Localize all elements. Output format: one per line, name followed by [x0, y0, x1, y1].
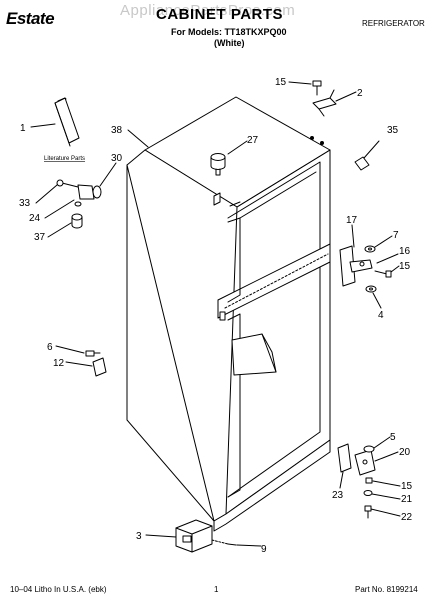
footer-page-number: 1 — [214, 585, 219, 594]
callout-24: 24 — [29, 213, 41, 224]
leader-15b — [390, 265, 400, 273]
models-line: For Models: TT18TKXPQ00 — [171, 27, 287, 37]
footer-litho: 10–04 Litho In U.S.A. (ebk) — [10, 585, 107, 594]
callout-5: 5 — [390, 432, 396, 443]
callout-21: 21 — [401, 494, 413, 505]
leader-33 — [35, 184, 58, 204]
part-6-screw — [85, 350, 101, 357]
part-15-screw-bottom — [365, 477, 373, 484]
leader-21 — [371, 493, 401, 500]
color-line: (White) — [214, 38, 245, 48]
part-30-24-33-37-assembly — [56, 179, 102, 229]
literature-parts-label: Literature Parts — [44, 156, 85, 162]
callout-3: 3 — [136, 531, 142, 542]
callout-12: 12 — [53, 358, 65, 369]
leader-27 — [227, 140, 248, 155]
part-3-leveler-bracket — [175, 519, 213, 553]
part-21-washer — [363, 490, 373, 496]
leader-7 — [374, 235, 393, 248]
leader-4 — [372, 292, 382, 309]
callout-20: 20 — [399, 447, 411, 458]
callout-27: 27 — [247, 135, 259, 146]
part-22-screw — [364, 505, 372, 519]
leader-37 — [47, 222, 72, 238]
callout-4: 4 — [378, 310, 384, 321]
part-7-washer — [364, 245, 376, 253]
callout-9: 9 — [261, 544, 267, 555]
part-12-bracket — [92, 357, 107, 377]
leader-38 — [127, 129, 149, 148]
part-2-top-hinge — [312, 89, 337, 117]
literature-parts-booklet — [54, 97, 80, 147]
leader-22 — [370, 508, 401, 517]
callout-7: 7 — [393, 230, 399, 241]
callout-6: 6 — [47, 342, 53, 353]
leader-30 — [99, 162, 117, 187]
leader-2 — [335, 91, 357, 102]
leader-15c — [372, 480, 401, 487]
part-9-screw — [211, 539, 237, 546]
part-5-washer — [363, 445, 375, 453]
callout-30: 30 — [111, 153, 123, 164]
callout-15-middle: 15 — [399, 261, 411, 272]
part-27-plug — [210, 153, 226, 176]
cabinet-body — [126, 96, 331, 532]
part-4-washer — [365, 285, 377, 293]
leader-6 — [55, 345, 85, 354]
leader-15a — [288, 81, 312, 85]
part-23-bottom-hinge — [337, 443, 352, 473]
brand-logo: Estate — [6, 9, 55, 28]
callout-37: 37 — [34, 232, 46, 243]
callout-15-top: 15 — [275, 77, 287, 88]
callout-16: 16 — [399, 246, 411, 257]
part-15-screw-top — [312, 80, 322, 96]
leader-3 — [145, 534, 177, 538]
part-15-screw-middle — [374, 270, 392, 278]
leader-17 — [351, 224, 355, 248]
callout-35: 35 — [387, 125, 399, 136]
leader-1 — [30, 123, 56, 128]
callout-38: 38 — [111, 125, 123, 136]
leader-23 — [339, 471, 344, 489]
leader-35 — [363, 140, 380, 159]
category-label: REFRIGERATOR — [362, 19, 425, 28]
watermark: AppliancePartsPros.com — [120, 2, 296, 19]
page-title: CABINET PARTS — [156, 6, 284, 23]
callout-1: 1 — [20, 123, 26, 134]
leader-9 — [236, 544, 262, 547]
callout-33: 33 — [19, 198, 31, 209]
footer-part-number: Part No. 8199214 — [355, 585, 418, 594]
callout-15-bottom: 15 — [401, 481, 413, 492]
part-17-middle-hinge — [339, 245, 373, 287]
leader-12 — [65, 361, 93, 367]
leader-5 — [373, 436, 391, 449]
callout-2: 2 — [357, 88, 363, 99]
callout-17: 17 — [346, 215, 358, 226]
leader-16 — [376, 253, 399, 264]
leader-24 — [44, 199, 75, 219]
callout-23: 23 — [332, 490, 344, 501]
part-20-hinge-bracket — [354, 449, 376, 476]
part-35-cap — [354, 156, 370, 171]
callout-22: 22 — [401, 512, 413, 523]
leader-20 — [374, 451, 399, 462]
